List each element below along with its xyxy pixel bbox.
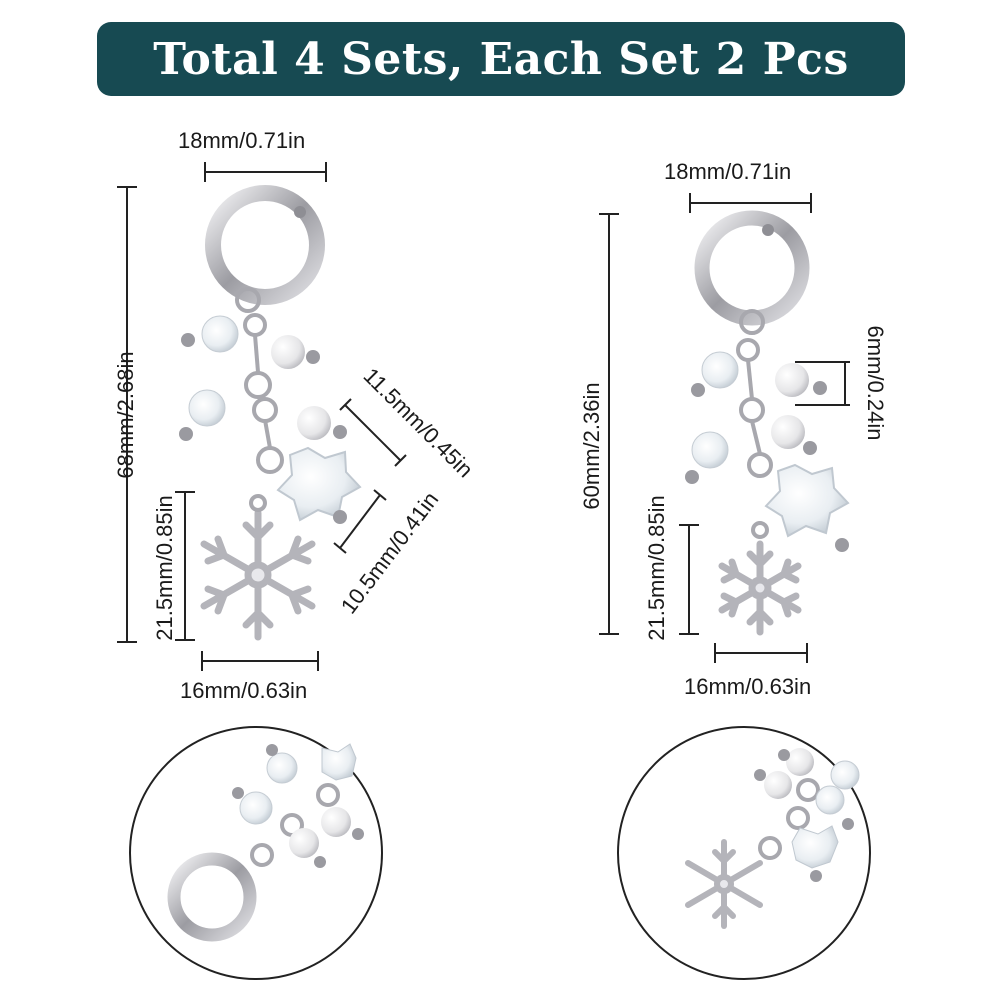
crystal-bead-left-1 bbox=[201, 315, 239, 353]
left-pendant-length-label: 21.5mm/0.85in bbox=[152, 495, 177, 641]
pendant-loop-left bbox=[249, 494, 267, 512]
detail-circle-right bbox=[617, 726, 871, 980]
pearl-bead-left-1 bbox=[271, 335, 305, 369]
pearl-bead-right-1 bbox=[775, 363, 809, 397]
right-pendant-length-label: 21.5mm/0.85in bbox=[644, 495, 669, 641]
right-pendant-width-label: 16mm/0.63in bbox=[684, 674, 812, 699]
title-banner: Total 4 Sets, Each Set 2 Pcs bbox=[97, 22, 905, 96]
right-keychain bbox=[685, 210, 850, 636]
left-total-length-label: 68mm/2.68in bbox=[113, 351, 138, 479]
spacer-beads-left bbox=[179, 333, 347, 441]
banner-title: Total 4 Sets, Each Set 2 Pcs bbox=[153, 33, 849, 85]
detail-circle-left bbox=[129, 726, 383, 980]
right-total-length-label: 60mm/2.36in bbox=[579, 382, 604, 510]
star-crystal-bead-right bbox=[764, 463, 850, 538]
snowflake-pendant-right bbox=[718, 540, 802, 636]
left-pendant-width-label: 16mm/0.63in bbox=[180, 678, 308, 703]
crystal-bead-right-1 bbox=[701, 351, 739, 389]
pendant-loop-right bbox=[751, 521, 769, 539]
chain-right bbox=[736, 309, 773, 478]
snowflake-pendant-left bbox=[200, 509, 316, 641]
ring-hinge-left bbox=[294, 206, 306, 218]
left-keychain bbox=[179, 185, 362, 641]
star-cap-right bbox=[835, 538, 849, 552]
spring-ring-right bbox=[694, 210, 810, 326]
left-dimension-lines bbox=[117, 162, 407, 671]
spacer-beads-right bbox=[685, 381, 827, 484]
star-crystal-bead-left bbox=[276, 446, 362, 522]
pearl-bead-left-2 bbox=[297, 406, 331, 440]
spring-ring-left bbox=[205, 185, 325, 305]
chain-left bbox=[235, 287, 284, 474]
left-ring-width-label: 18mm/0.71in bbox=[178, 128, 306, 153]
crystal-bead-right-2 bbox=[691, 431, 729, 469]
right-dimension-lines bbox=[599, 193, 850, 663]
right-pearl-size-label: 6mm/0.24in bbox=[863, 325, 888, 441]
crystal-bead-left-2 bbox=[188, 389, 226, 427]
star-cap-left bbox=[333, 510, 347, 524]
pearl-bead-right-2 bbox=[771, 415, 805, 449]
ring-hinge-right bbox=[762, 224, 774, 236]
right-ring-width-label: 18mm/0.71in bbox=[664, 159, 792, 184]
